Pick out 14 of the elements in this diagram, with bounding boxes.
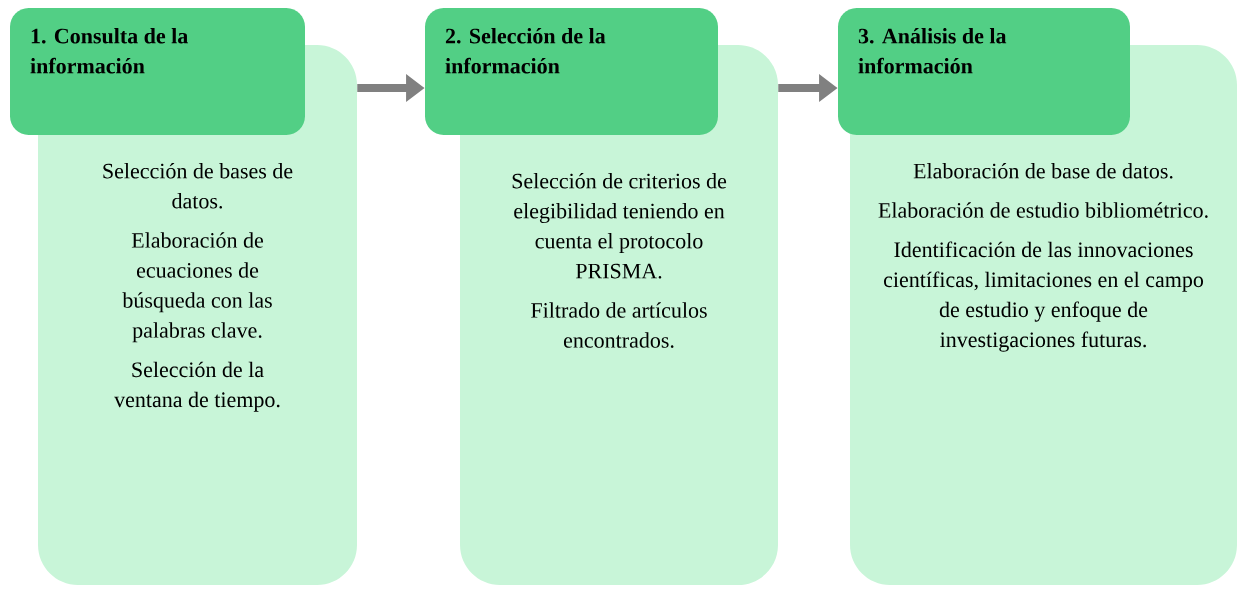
step-text: Selección de la ventana de tiempo. — [114, 361, 280, 412]
header-text: 3. Análisis de la información — [858, 28, 1007, 74]
header-text: 2. Selección de la información — [445, 28, 606, 74]
step-text: Elaboración de estudio bibliométrico. — [878, 202, 1208, 218]
step-text: Filtrado de artículos encontrados. — [531, 302, 707, 348]
step-text: Identificación de las innovaciones científicas, limitaciones en el campo de estudio y enfoque de investigaciones futuras. — [884, 241, 1204, 352]
step-text: Elaboración de base de datos. — [913, 163, 1173, 179]
step-header — [10, 8, 305, 135]
step-text: Elaboración de ecuaciones de búsqueda con las palabras clave. — [122, 232, 272, 343]
step-text: Selección de bases de datos. — [103, 163, 293, 209]
step-header — [425, 8, 718, 135]
step-header — [838, 8, 1130, 135]
header-text: 1. Consulta de la información — [30, 28, 188, 74]
step-text: Selección de criterios de elegibilidad teniendo en cuenta el protocolo PRISMA. — [512, 173, 727, 279]
